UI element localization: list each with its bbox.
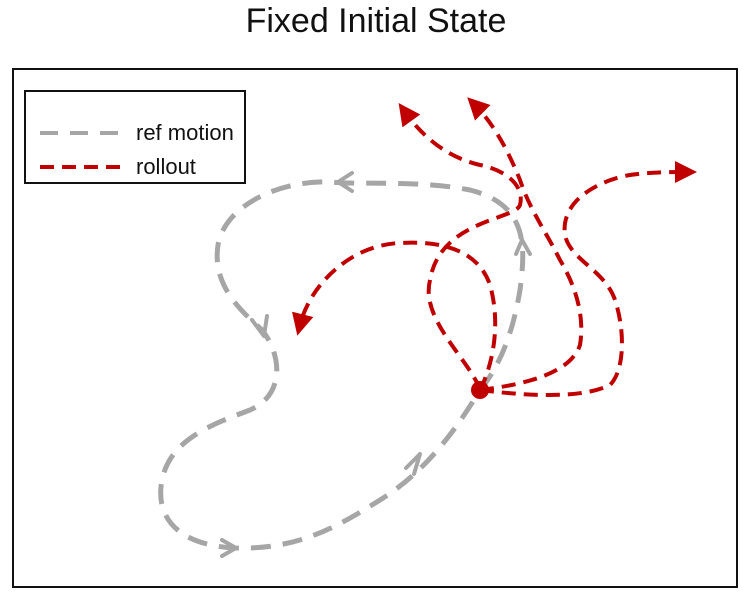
rollout-path-4 (479, 161, 697, 397)
ref-arrow-left (250, 314, 269, 338)
diagram-title: Fixed Initial State (245, 2, 507, 40)
ref-arrow-bottom (220, 538, 238, 558)
rollout-path-2 (292, 240, 498, 391)
legend-item-ref-motion: ref motion (40, 120, 234, 146)
legend-swatch-rollout (40, 165, 122, 169)
plot-frame (12, 68, 738, 588)
legend-swatch-ref (40, 131, 122, 135)
rollout-path-3 (467, 97, 584, 392)
ref-motion-path (158, 179, 526, 551)
legend-item-rollout: rollout (40, 154, 196, 180)
ref-arrow-lower-right (404, 452, 422, 476)
rollout-paths (292, 97, 697, 397)
rollout-path-1 (398, 103, 523, 391)
legend-label-ref: ref motion (136, 120, 234, 145)
legend: ref motion rollout (24, 90, 246, 184)
ref-arrow-right (514, 238, 532, 256)
initial-state-marker (471, 381, 489, 399)
ref-arrow-top (336, 171, 354, 193)
legend-label-rollout: rollout (136, 154, 196, 179)
ref-motion-arrows (220, 171, 532, 558)
